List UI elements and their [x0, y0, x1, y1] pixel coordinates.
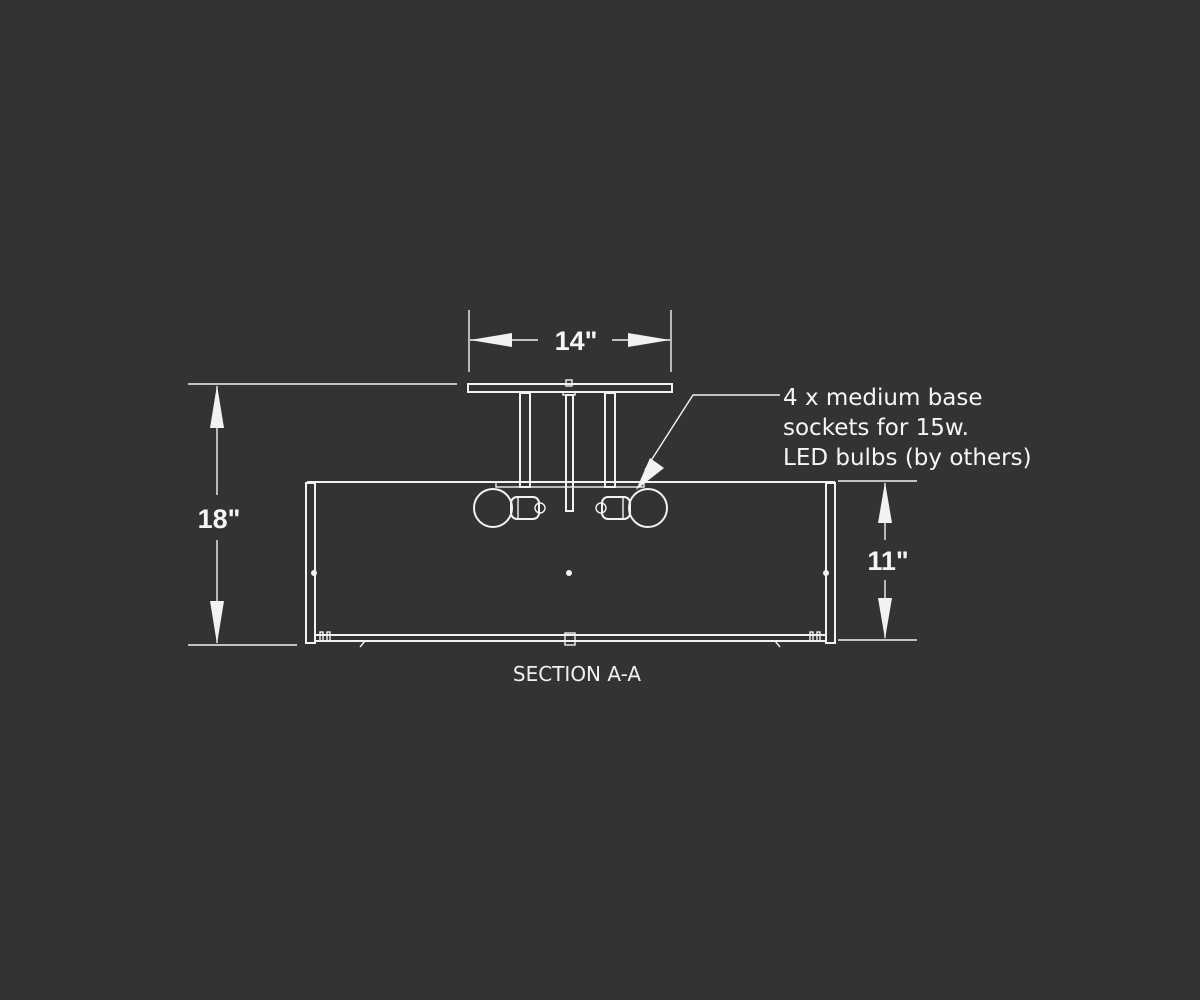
socket-callout-leader	[636, 394, 780, 490]
shade-height-label: 11"	[867, 546, 908, 576]
arrow-right-icon	[628, 333, 670, 347]
bulb-right	[595, 488, 668, 528]
width-label: 14"	[555, 326, 598, 356]
arrow-up-icon	[878, 482, 892, 523]
callout-line-3: LED bulbs (by others)	[783, 445, 1032, 471]
callout-line-1: 4 x medium base	[783, 385, 983, 411]
overall-height-dimension: 18"	[188, 383, 457, 646]
overall-height-label: 18"	[198, 504, 241, 534]
shade-height-dimension: 11"	[838, 480, 917, 641]
center-point	[566, 570, 572, 576]
canopy-assembly	[467, 379, 673, 512]
leader-arrow-icon	[636, 458, 664, 490]
arrow-left-icon	[470, 333, 512, 347]
drum-shade	[305, 481, 836, 648]
arrow-up-icon	[210, 385, 224, 428]
arrow-down-icon	[878, 598, 892, 639]
bulb-left	[473, 488, 546, 528]
arrow-down-icon	[210, 601, 224, 644]
socket-callout-text: 4 x medium base sockets for 15w. LED bul…	[783, 385, 1032, 471]
callout-line-2: sockets for 15w.	[783, 415, 969, 441]
section-caption: SECTION A-A	[513, 662, 641, 686]
width-dimension: 14"	[468, 310, 672, 372]
